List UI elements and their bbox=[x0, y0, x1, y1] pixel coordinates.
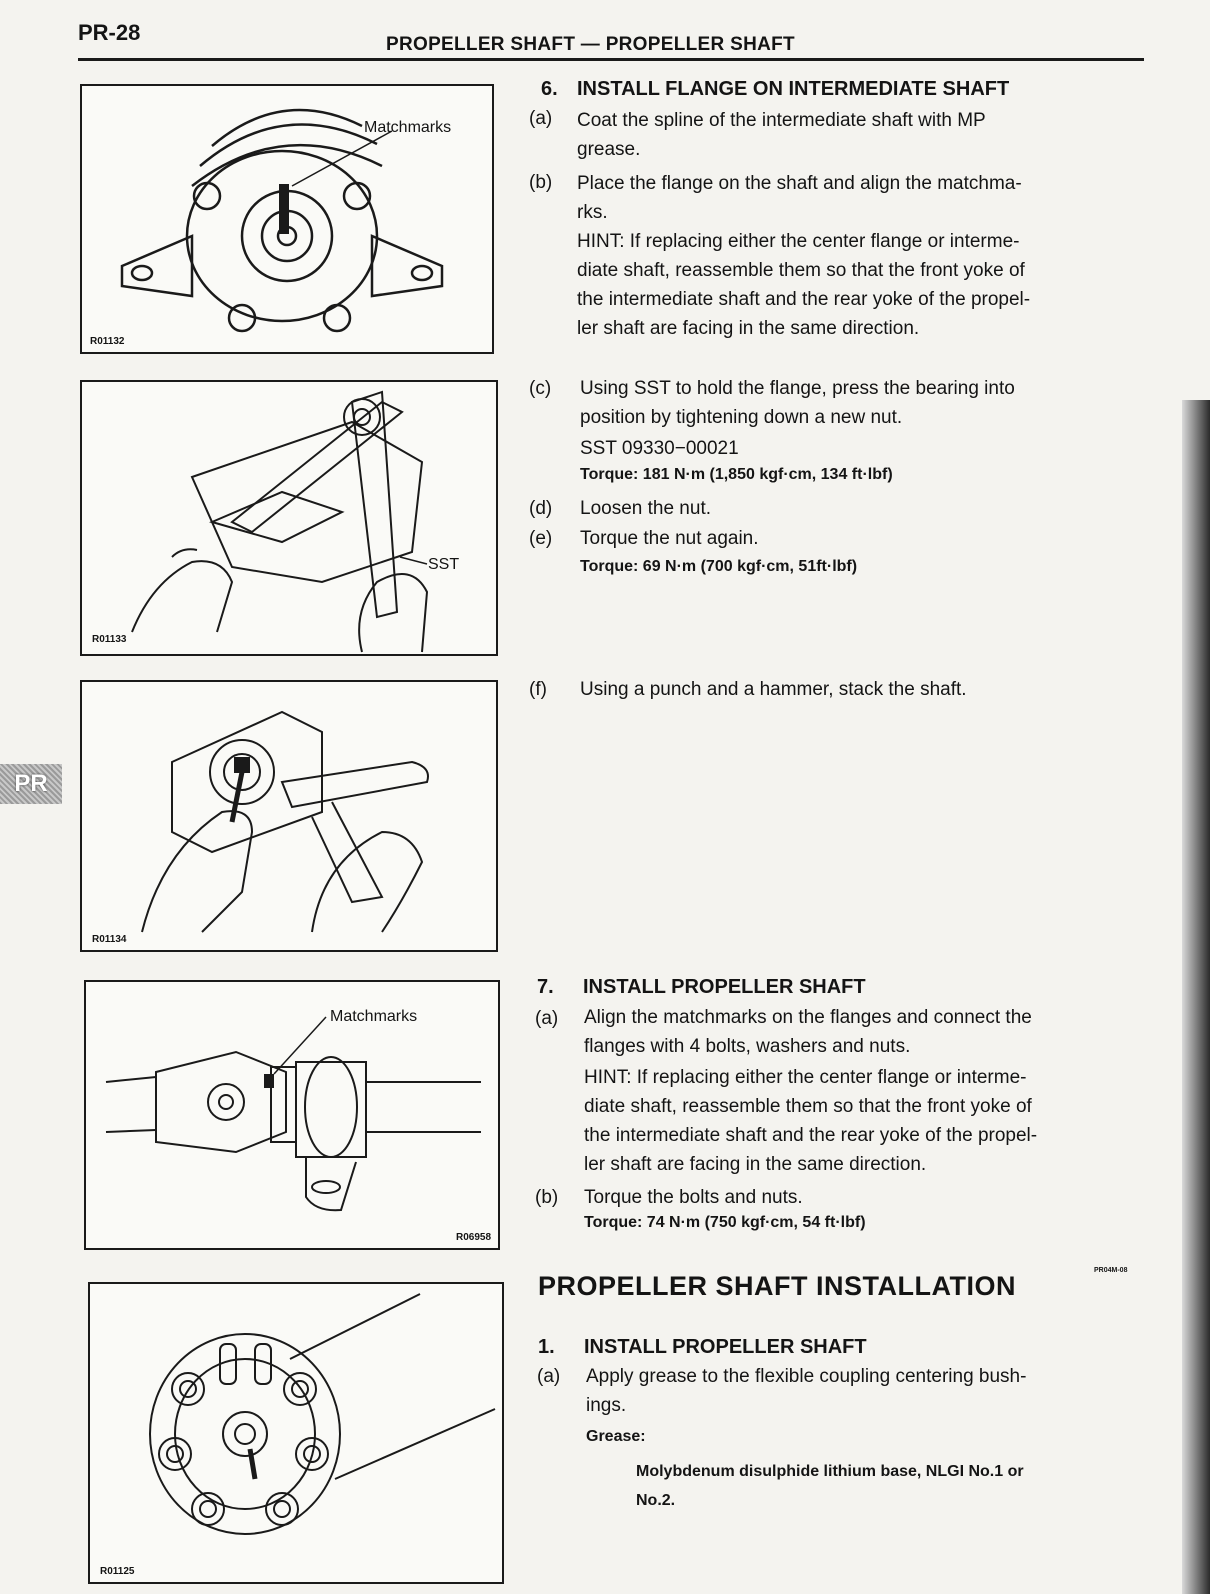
substep-text: Torque the nut again. bbox=[580, 528, 759, 549]
propeller-illustration bbox=[105, 1016, 481, 1212]
figure-id: R01132 bbox=[90, 336, 125, 347]
callout-matchmarks: Matchmarks bbox=[330, 1008, 418, 1025]
substep-label: (a) bbox=[535, 1008, 559, 1029]
step-number: 7. bbox=[537, 976, 554, 998]
figure-id: R01134 bbox=[92, 934, 127, 945]
section-title: PROPELLER SHAFT INSTALLATION bbox=[538, 1271, 1016, 1301]
flange-illustration bbox=[120, 108, 444, 333]
substep-label: (f) bbox=[529, 679, 547, 700]
header-rule bbox=[78, 58, 1144, 61]
substep-text: Place the flange on the shaft and align … bbox=[577, 173, 1022, 223]
figure-id: R01133 bbox=[92, 634, 127, 645]
figure-flexible-coupling: R01125 bbox=[88, 1282, 504, 1584]
coupling-illustration bbox=[149, 1293, 496, 1535]
sst-illustration bbox=[131, 390, 429, 653]
substep-text: Using SST to hold the flange, press the … bbox=[580, 378, 1015, 428]
step-title: INSTALL PROPELLER SHAFT bbox=[584, 1336, 867, 1358]
figure-punch-stack: R01134 bbox=[80, 680, 498, 952]
hint-text: HINT: If replacing either the center fla… bbox=[577, 231, 1031, 339]
figure-id: R06958 bbox=[456, 1232, 492, 1243]
section-tab: PR bbox=[0, 764, 62, 804]
substep-label: (d) bbox=[529, 498, 553, 519]
grease-spec: Molybdenum disulphide lithium base, NLGI… bbox=[636, 1463, 1024, 1509]
step-number: 1. bbox=[538, 1336, 555, 1358]
page-edge-shadow bbox=[1182, 400, 1210, 1594]
substep-text: Apply grease to the flexible coupling ce… bbox=[586, 1366, 1027, 1416]
page-number: PR-28 bbox=[78, 20, 141, 45]
substep-label: (b) bbox=[535, 1187, 559, 1208]
figure-propeller-matchmarks: Matchmarks R06958 bbox=[84, 980, 500, 1250]
substep-label: (a) bbox=[537, 1366, 561, 1387]
substep-text: Using a punch and a hammer, stack the sh… bbox=[580, 679, 967, 700]
substep-label: (c) bbox=[529, 378, 552, 399]
sst-number: SST 09330−00021 bbox=[580, 438, 739, 459]
torque-spec: Torque: 69 N·m (700 kgf·cm, 51ft·lbf) bbox=[580, 558, 858, 575]
punch-illustration bbox=[141, 710, 429, 933]
substep-text: Loosen the nut. bbox=[580, 498, 711, 519]
substep-text: Coat the spline of the intermediate shaf… bbox=[577, 110, 986, 160]
step-title: INSTALL FLANGE ON INTERMEDIATE SHAFT bbox=[577, 78, 1010, 100]
figure-id: R01125 bbox=[100, 1566, 135, 1577]
figure-flange-matchmarks: Matchmarks R01132 bbox=[80, 84, 494, 354]
substep-text: Align the matchmarks on the flanges and … bbox=[584, 1007, 1032, 1057]
callout-matchmarks: Matchmarks bbox=[364, 119, 452, 136]
substep-text: Torque the bolts and nuts. bbox=[584, 1187, 803, 1208]
figure-sst-tightening: SST R01133 bbox=[80, 380, 498, 656]
step-number: 6. bbox=[541, 78, 558, 100]
step-title: INSTALL PROPELLER SHAFT bbox=[583, 976, 866, 998]
torque-spec: Torque: 181 N·m (1,850 kgf·cm, 134 ft·lb… bbox=[580, 466, 893, 483]
grease-label: Grease: bbox=[586, 1428, 646, 1445]
hint-text: HINT: If replacing either the center fla… bbox=[584, 1067, 1038, 1175]
page-header: PROPELLER SHAFT — PROPELLER SHAFT bbox=[386, 34, 795, 55]
torque-spec: Torque: 74 N·m (750 kgf·cm, 54 ft·lbf) bbox=[584, 1214, 866, 1231]
substep-label: (e) bbox=[529, 528, 553, 549]
section-code: PR04M-08 bbox=[1094, 1267, 1128, 1274]
callout-sst: SST bbox=[428, 556, 460, 573]
substep-label: (a) bbox=[529, 108, 553, 129]
substep-label: (b) bbox=[529, 172, 553, 193]
